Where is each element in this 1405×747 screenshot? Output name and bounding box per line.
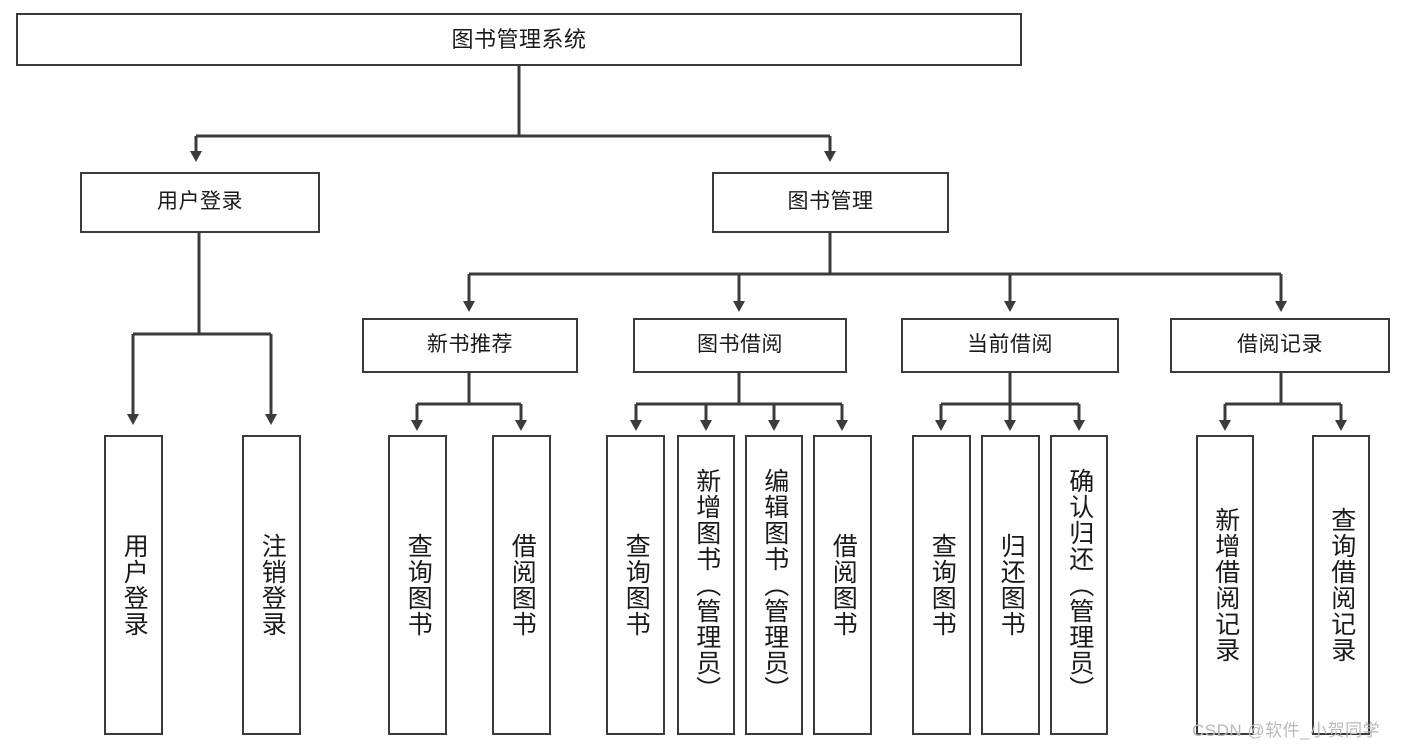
node-label: 编辑图书（管理员） [760,468,789,702]
node-leaf-confirm-return[interactable]: 确认归还（管理员） [1050,435,1108,735]
node-leaf-query-book-3[interactable]: 查询图书 [912,435,971,735]
node-leaf-add-record[interactable]: 新增借阅记录 [1196,435,1254,735]
node-label: 新增图书（管理员） [692,468,721,702]
node-leaf-add-book[interactable]: 新增图书（管理员） [677,435,735,735]
node-label: 查询图书 [404,533,433,637]
node-label: 查询图书 [928,533,957,637]
node-label: 用户登录 [157,190,243,214]
node-label: 查询借阅记录 [1327,507,1356,663]
node-label: 注销登录 [258,533,287,637]
node-label: 归还图书 [997,533,1026,637]
node-label: 借阅图书 [508,533,537,637]
node-label: 新增借阅记录 [1211,507,1240,663]
node-label: 当前借阅 [967,333,1053,357]
node-leaf-query-book-2[interactable]: 查询图书 [606,435,665,735]
node-label: 图书管理系统 [451,26,587,52]
node-label: 图书管理 [787,190,874,214]
node-borrow-record[interactable]: 借阅记录 [1170,318,1390,373]
node-label: 借阅记录 [1237,333,1323,357]
node-label: 图书借阅 [697,333,783,357]
node-root-system[interactable]: 图书管理系统 [16,13,1022,66]
node-new-book-recommend[interactable]: 新书推荐 [362,318,578,373]
node-leaf-borrow-book-2[interactable]: 借阅图书 [813,435,872,735]
node-leaf-borrow-book-1[interactable]: 借阅图书 [492,435,551,735]
node-book-borrow[interactable]: 图书借阅 [633,318,847,373]
node-user-login[interactable]: 用户登录 [80,172,320,233]
node-label: 新书推荐 [427,333,513,357]
node-leaf-user-login[interactable]: 用户登录 [104,435,163,735]
node-label: 查询图书 [622,533,651,637]
node-label: 用户登录 [120,533,149,637]
csdn-watermark: CSDN @软件_小贺同学 [1192,721,1381,740]
node-leaf-logout[interactable]: 注销登录 [242,435,301,735]
node-leaf-return-book[interactable]: 归还图书 [981,435,1040,735]
node-book-management[interactable]: 图书管理 [712,172,949,233]
node-label: 借阅图书 [829,533,858,637]
node-current-borrow[interactable]: 当前借阅 [901,318,1119,373]
node-leaf-query-record[interactable]: 查询借阅记录 [1312,435,1370,735]
node-leaf-edit-book[interactable]: 编辑图书（管理员） [745,435,803,735]
node-label: 确认归还（管理员） [1065,468,1094,702]
node-leaf-query-book-1[interactable]: 查询图书 [388,435,447,735]
